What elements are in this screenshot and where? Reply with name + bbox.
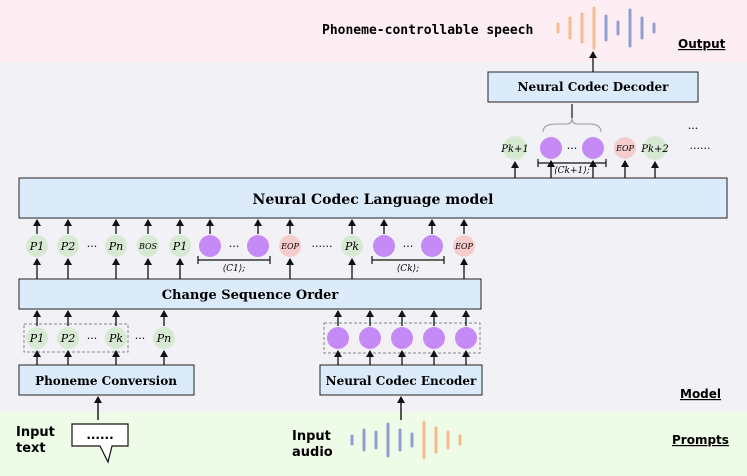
- token-p2-bottom: [57, 327, 79, 349]
- model-band-label: Model: [680, 387, 721, 401]
- codec-token: [359, 327, 381, 349]
- input-text-line1: Input: [16, 425, 55, 440]
- token-p1-bottom-label: P1: [29, 332, 44, 345]
- input-audio-label: Input audio: [292, 429, 335, 460]
- phoneme-to-cso-arrows: [33, 310, 168, 326]
- token-eop-top: [614, 137, 636, 159]
- codec-token: [455, 327, 477, 349]
- token-pk1-label: Pk+1: [500, 144, 529, 155]
- phoneme-conversion-box: [18, 364, 195, 396]
- neural-codec-encoder-box: [319, 364, 483, 396]
- output-title: Phoneme-controllable speech: [322, 23, 533, 38]
- token-bos: [137, 235, 159, 257]
- token-p2-label: P2: [60, 240, 75, 253]
- input-text-label: Input text: [16, 425, 59, 456]
- input-audio-line1: Input: [292, 429, 331, 444]
- token-pn-label: Pn: [108, 240, 124, 253]
- token-eop-second: [453, 235, 475, 257]
- prompts-band-label: Prompts: [672, 433, 729, 447]
- phoneme-token-group: [23, 323, 129, 353]
- token-p1-second-label: P1: [172, 240, 187, 253]
- ck1-label: ⟨Ck+1⟩;: [554, 166, 590, 176]
- cso-to-mid-arrows: [33, 258, 468, 279]
- mid-long-ellipsis: ······: [312, 240, 333, 253]
- token-p1-bottom: [26, 327, 48, 349]
- mid-ellipsis: ···: [87, 240, 98, 253]
- token-p1-label: P1: [29, 240, 44, 253]
- input-waveform-icon: [350, 420, 462, 460]
- mid-token-row: P1 P2 ··· Pn BOS P1 ··· EOP ······ Pk ··…: [26, 235, 475, 257]
- input-audio-line2: audio: [292, 445, 333, 460]
- neural-codec-language-model-label: Neural Codec Language model: [253, 192, 494, 208]
- token-pk-label: Pk: [344, 240, 359, 253]
- pc-to-tokens-arrows: [33, 350, 168, 365]
- token-eop-top-label: EOP: [615, 144, 634, 153]
- ck-label: ⟨Ck⟩;: [397, 264, 419, 274]
- neural-codec-decoder-label: Neural Codec Decoder: [518, 80, 670, 94]
- token-pn-bottom-label: Pn: [156, 332, 172, 345]
- top-ellipsis: ···: [567, 142, 578, 155]
- token-pk-bottom: [105, 327, 127, 349]
- token-pk1: [503, 136, 527, 160]
- decoder-ellipsis: ···: [688, 122, 699, 135]
- token-pk2: [643, 136, 667, 160]
- codec-to-cso-arrows: [334, 310, 470, 326]
- token-pk2-label: Pk+2: [640, 144, 669, 155]
- bottom-ellipsis: ···: [135, 332, 146, 345]
- codec-token: [391, 327, 413, 349]
- output-band: [0, 0, 747, 62]
- codec-token: [423, 327, 445, 349]
- c1-label: ⟨C1⟩;: [223, 264, 246, 274]
- output-band-label: Output: [678, 37, 726, 51]
- enc-to-tokens-arrows: [334, 350, 470, 365]
- output-waveform-icon: [556, 6, 656, 50]
- token-eop-label: EOP: [280, 242, 299, 251]
- codec-token: [540, 137, 562, 159]
- token-pn: [105, 235, 127, 257]
- bottom-ellipsis: ···: [87, 332, 98, 345]
- token-eop: [279, 235, 301, 257]
- neural-codec-language-model-box: [18, 177, 728, 219]
- speech-bubble-icon: [71, 423, 129, 464]
- input-text-line2: text: [16, 441, 46, 456]
- phoneme-conversion-label: Phoneme Conversion: [35, 374, 177, 388]
- lm-output-arrows: [511, 160, 659, 178]
- codec-token: [373, 235, 395, 257]
- token-p2-bottom-label: P2: [60, 332, 75, 345]
- change-sequence-order-box: [18, 278, 482, 310]
- codec-token: [247, 235, 269, 257]
- token-p1: [26, 235, 48, 257]
- codec-token: [327, 327, 349, 349]
- token-eop-second-label: EOP: [454, 242, 473, 251]
- change-sequence-order-label: Change Sequence Order: [162, 288, 339, 303]
- token-p2: [57, 235, 79, 257]
- token-bos-label: BOS: [138, 242, 158, 251]
- mid-ellipsis: ···: [229, 240, 240, 253]
- mid-to-lm-arrows: [33, 219, 468, 234]
- token-pk: [341, 235, 363, 257]
- top-right-ellipsis: ······: [690, 142, 711, 155]
- neural-codec-encoder-label: Neural Codec Encoder: [326, 374, 477, 388]
- token-pk-bottom-label: Pk: [108, 332, 123, 345]
- mid-ellipsis: ···: [403, 240, 414, 253]
- codec-token: [199, 235, 221, 257]
- token-p1-second: [169, 235, 191, 257]
- token-pn-bottom: [153, 327, 175, 349]
- codec-token: [421, 235, 443, 257]
- speech-bubble-dots: ......: [86, 428, 113, 442]
- codec-token: [582, 137, 604, 159]
